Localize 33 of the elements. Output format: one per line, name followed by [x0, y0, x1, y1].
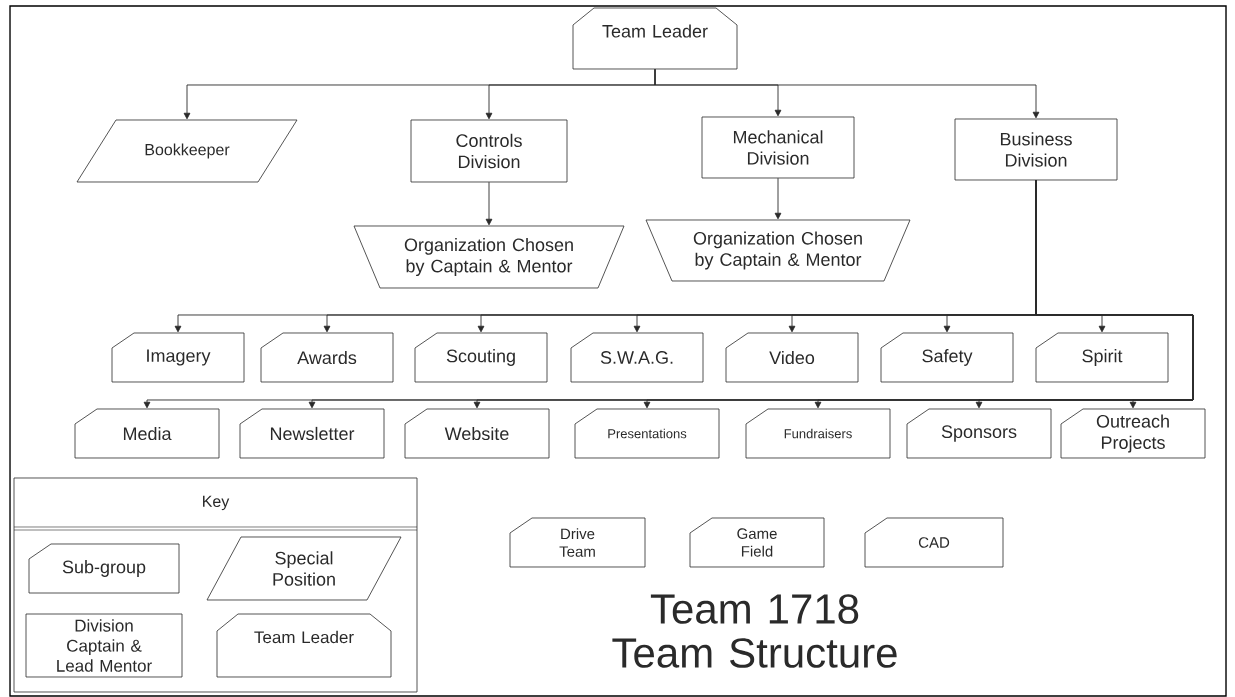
subgroup-box: Outreach Projects: [1060, 408, 1206, 459]
title: Team 1718 Team Structure: [612, 594, 897, 668]
parallelogram-box: Bookkeeper: [76, 119, 298, 183]
arrow: [1035, 179, 1194, 409]
subgroup-box: Awards: [260, 332, 394, 383]
leader-box: Team Leader: [216, 613, 392, 678]
subgroup-box: Sponsors: [906, 408, 1052, 459]
subgroup-box: Fundraisers: [745, 408, 891, 459]
division-box: Controls Division: [410, 119, 568, 183]
subgroup-box: Media: [74, 408, 220, 459]
arrow: [485, 181, 493, 226]
subgroup-box: CAD: [864, 517, 1004, 568]
subgroup-box: Scouting: [414, 332, 548, 383]
leader-box: Team Leader: [572, 7, 738, 70]
subgroup-box: Drive Team: [509, 517, 646, 568]
division-box: Business Division: [954, 118, 1118, 181]
arrow: [774, 177, 782, 220]
division-box: Division Captain & Lead Mentor: [25, 613, 183, 678]
trapezoid-box: Organization Chosen by Captain & Mentor: [645, 219, 911, 282]
subgroup-box: Sub-group: [28, 543, 180, 594]
subgroup-box: Video: [725, 332, 859, 383]
division-box: Mechanical Division: [701, 116, 855, 179]
subgroup-box: S.W.A.G.: [570, 332, 704, 383]
subgroup-box: Presentations: [574, 408, 720, 459]
subgroup-box: Imagery: [111, 332, 245, 383]
subgroup-box: Website: [404, 408, 550, 459]
trapezoid-box: Organization Chosen by Captain & Mentor: [353, 225, 625, 289]
parallelogram-box: Special Position: [206, 536, 402, 601]
subgroup-box: Game Field: [689, 517, 825, 568]
subgroup-box: Spirit: [1035, 332, 1169, 383]
arrow: [654, 68, 1040, 119]
subgroup-box: Newsletter: [239, 408, 385, 459]
subgroup-box: Safety: [880, 332, 1014, 383]
